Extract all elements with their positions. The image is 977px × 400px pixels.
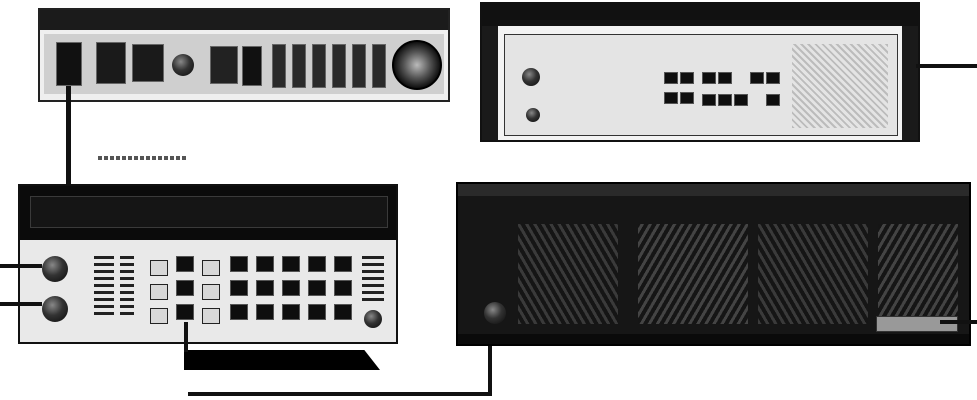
synth-key <box>334 280 352 296</box>
card-slot-4 <box>332 44 346 88</box>
synth-key <box>308 304 326 320</box>
cable-trunk-bar <box>184 350 380 370</box>
synth-key <box>334 304 352 320</box>
synth-key <box>230 280 248 296</box>
generator-key <box>766 94 780 106</box>
synth-key <box>282 280 300 296</box>
generator-right-side <box>902 26 918 140</box>
amp-base <box>458 334 969 344</box>
synth-tuning-knob <box>364 310 382 328</box>
amp-vent-section-2 <box>638 224 748 324</box>
cable-left-in <box>0 264 42 268</box>
terminal-block <box>242 46 262 86</box>
synth-key <box>202 284 220 300</box>
generator-key <box>702 94 716 106</box>
synth-key <box>230 304 248 320</box>
power-amplifier <box>456 182 971 346</box>
faint-label-mark <box>98 156 188 160</box>
synth-key <box>150 308 168 324</box>
generator-power-knob <box>522 68 540 86</box>
generator-key <box>750 72 764 84</box>
generator-key <box>664 92 678 104</box>
synth-key <box>256 256 274 272</box>
card-slot-5 <box>352 44 366 88</box>
generator-key <box>664 72 678 84</box>
generator-key <box>680 72 694 84</box>
synth-key <box>150 284 168 300</box>
synth-key <box>150 260 168 276</box>
synth-key <box>202 308 220 324</box>
synth-key <box>176 304 194 320</box>
generator-top-band <box>482 4 918 26</box>
amp-power-knob <box>484 302 506 324</box>
synth-key <box>230 256 248 272</box>
amp-vent-section-3 <box>758 224 868 324</box>
connector-block <box>132 44 164 82</box>
synth-key <box>202 260 220 276</box>
amp-vent-section-4 <box>878 224 958 324</box>
synth-key <box>176 280 194 296</box>
cable-left-out <box>0 302 42 306</box>
synth-key <box>282 304 300 320</box>
amp-output-terminals <box>876 316 958 332</box>
generator-key <box>702 72 716 84</box>
synth-key <box>282 256 300 272</box>
synth-key <box>176 256 194 272</box>
amp-vent-section-1 <box>518 224 618 324</box>
bnc-connector <box>172 54 194 76</box>
generator-left-side <box>482 26 498 140</box>
synth-key <box>256 304 274 320</box>
power-inlet <box>56 42 82 86</box>
generator-output-knob <box>526 108 540 122</box>
rear-panel-top-strip <box>40 10 448 30</box>
synth-key <box>256 280 274 296</box>
generator-key <box>718 72 732 84</box>
card-slot-1 <box>272 44 286 88</box>
cooling-fan <box>392 40 442 90</box>
card-slot-2 <box>292 44 306 88</box>
cable-trunk-link <box>184 322 188 352</box>
synth-scale-marks <box>94 256 114 318</box>
synth-output-knob <box>42 296 68 322</box>
synth-key <box>334 256 352 272</box>
generator-key <box>718 94 732 106</box>
generator-right-panel <box>792 44 888 128</box>
synth-scale-marks <box>120 256 134 318</box>
generator-key <box>766 72 780 84</box>
synth-scale-marks <box>362 256 384 304</box>
rear-panel-instrument <box>38 8 450 102</box>
selector-switch <box>210 46 238 84</box>
generator-key <box>734 94 748 106</box>
cable-rear-to-synth <box>66 86 71 184</box>
card-slot-3 <box>312 44 326 88</box>
card-slot-6 <box>372 44 386 88</box>
synth-key <box>308 256 326 272</box>
synth-input-knob <box>42 256 68 282</box>
generator-key <box>680 92 694 104</box>
cable-amp-riser <box>488 344 492 396</box>
synth-key <box>308 280 326 296</box>
frequency-synthesizer <box>18 184 398 344</box>
fuse-block <box>96 42 126 84</box>
synth-display-window <box>30 196 388 228</box>
cable-generator-out <box>916 64 977 68</box>
cable-synth-to-amp <box>188 392 490 396</box>
cable-amp-out <box>940 320 977 324</box>
amp-top-strip <box>458 184 969 196</box>
signal-generator <box>480 2 920 142</box>
